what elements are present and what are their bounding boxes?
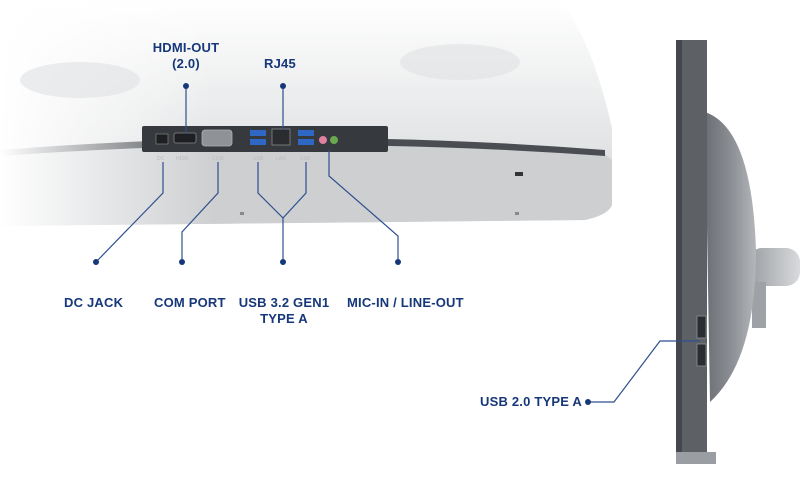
dot-hdmi — [183, 83, 189, 89]
usb-port-left-bottom — [250, 139, 266, 145]
com-port-connector — [201, 129, 233, 147]
callout-mic-line: MIC-IN / LINE-OUT — [347, 295, 464, 310]
leader-lines — [95, 86, 700, 403]
line-out-jack — [330, 136, 338, 144]
callout-hdmi-out: HDMI-OUT (2.0) — [146, 40, 226, 72]
hdmi-port — [173, 132, 197, 144]
leader-usb-gen1 — [257, 162, 284, 262]
vent-grille-right — [400, 44, 520, 80]
port-label-lan: LAN — [276, 156, 286, 162]
callout-hdmi-out-label: HDMI-OUT — [152, 40, 220, 55]
port-label-usb-left: USB — [253, 156, 264, 162]
callout-usb2: USB 2.0 TYPE A — [480, 394, 583, 409]
usb-port-right-bottom — [298, 139, 314, 145]
mic-in-jack — [319, 136, 327, 144]
port-label-usb-right: USB — [300, 156, 311, 162]
leader-usb2 — [588, 340, 700, 403]
dot-usb2 — [585, 399, 591, 405]
port-label-com: COM — [212, 156, 224, 162]
rj45-port — [271, 128, 291, 146]
side-panel-edge — [679, 40, 707, 452]
callout-dc-jack: DC JACK — [64, 295, 124, 310]
port-label-dc: DC — [157, 156, 165, 162]
rear-clip — [515, 172, 523, 176]
callout-usb-gen1: USB 3.2 GEN1 TYPE A — [238, 295, 330, 327]
dot-rj45 — [280, 83, 286, 89]
leader-mic — [328, 150, 399, 262]
side-housing-bulge — [705, 112, 756, 402]
leader-com — [181, 162, 219, 262]
rear-screw-1 — [240, 212, 244, 215]
callout-usb-gen1-line2: TYPE A — [260, 311, 308, 326]
side-bezel — [676, 40, 682, 452]
usb-port-left-top — [250, 130, 266, 136]
stand-base — [752, 282, 766, 328]
monitor-rear-view — [0, 0, 612, 226]
callout-rj45: RJ45 — [264, 56, 296, 71]
usb-port-right-top — [298, 130, 314, 136]
rear-screw-2 — [515, 212, 519, 215]
dot-usb-gen1 — [280, 259, 286, 265]
side-bottom-foot — [676, 452, 716, 464]
leader-dots — [93, 83, 591, 405]
port-label-hdmi: HDMI — [176, 156, 189, 162]
leader-dc — [95, 162, 164, 263]
dc-jack-port — [155, 133, 169, 145]
monitor-side-view — [676, 40, 800, 464]
dot-mic — [395, 259, 401, 265]
callout-com-port: COM PORT — [154, 295, 226, 310]
stand-arm — [748, 248, 800, 286]
callout-usb-gen1-line1: USB 3.2 GEN1 — [238, 295, 330, 310]
leader-usb-gen1-right — [282, 162, 307, 219]
dot-com — [179, 259, 185, 265]
callout-hdmi-version: (2.0) — [172, 56, 200, 71]
vent-grille-left — [20, 62, 140, 98]
io-ports: DC HDMI COM USB LAN USB — [155, 128, 338, 162]
usb2-port-upper — [696, 315, 707, 339]
dot-dc — [93, 259, 99, 265]
usb2-port-lower — [696, 343, 707, 367]
